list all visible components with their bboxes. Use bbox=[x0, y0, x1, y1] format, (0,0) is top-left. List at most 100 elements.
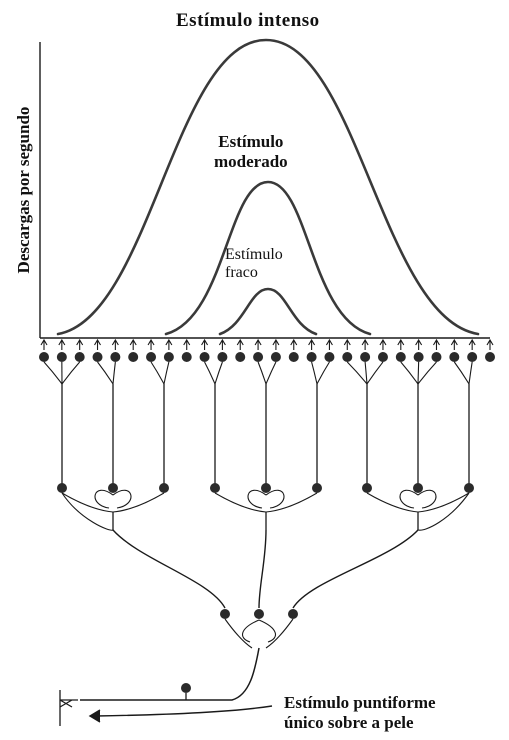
axon-terminal bbox=[265, 361, 277, 385]
cortical-neuron-arrow bbox=[415, 338, 423, 350]
cortical-neuron bbox=[128, 352, 139, 362]
weak-stimulus-label-line2: fraco bbox=[225, 264, 258, 282]
point-stimulus-label: Estímulo puntiforme único sobre a pele bbox=[284, 693, 436, 734]
axon-terminal bbox=[417, 361, 420, 385]
cortical-neuron-arrow bbox=[290, 338, 298, 350]
cortical-neuron-arrow bbox=[147, 338, 155, 350]
pathway-middle bbox=[258, 529, 267, 609]
second-order-neuron bbox=[57, 483, 67, 493]
cortical-neuron-arrow bbox=[450, 338, 458, 350]
axon-terminal bbox=[364, 361, 368, 385]
cortical-neuron bbox=[270, 352, 281, 362]
axon-terminal bbox=[417, 361, 437, 385]
dorsal-root-ganglion-neuron bbox=[181, 683, 191, 693]
cortical-neuron-arrow bbox=[236, 338, 244, 350]
axon-terminal bbox=[257, 361, 267, 385]
cortical-neuron bbox=[110, 352, 121, 362]
moderate-stimulus-curve bbox=[164, 180, 372, 336]
cortical-neuron-arrow bbox=[361, 338, 369, 350]
cortical-neuron-arrow bbox=[40, 338, 48, 350]
moderate-stimulus-label-line2: moderado bbox=[214, 151, 288, 171]
skin-receptor bbox=[59, 690, 78, 726]
second-order-neuron bbox=[210, 483, 220, 493]
cortical-neuron-arrow bbox=[165, 338, 173, 350]
weak-stimulus-label: Estímulo fraco bbox=[225, 246, 283, 283]
cortical-neuron bbox=[413, 352, 424, 362]
cortical-neuron-arrow bbox=[468, 338, 476, 350]
cortical-neuron bbox=[163, 352, 174, 362]
axon-terminal bbox=[316, 361, 330, 385]
pathway-branch bbox=[61, 492, 114, 531]
intense-stimulus-label: Estímulo intenso bbox=[176, 10, 320, 31]
cortical-neuron bbox=[217, 352, 228, 362]
cortical-neuron bbox=[431, 352, 442, 362]
cortical-neuron-arrow bbox=[486, 338, 494, 350]
axon-terminal bbox=[214, 361, 223, 385]
cortical-neuron bbox=[377, 352, 388, 362]
cortical-neuron bbox=[324, 352, 335, 362]
cortical-neuron bbox=[199, 352, 210, 362]
second-order-neuron bbox=[312, 483, 322, 493]
cortical-neuron-arrow bbox=[111, 338, 119, 350]
stimulus-arrow-head bbox=[88, 709, 101, 723]
cortical-neuron-arrow bbox=[343, 338, 351, 350]
pathway-left bbox=[112, 529, 226, 609]
stimulus-arrow bbox=[88, 705, 273, 723]
axon-terminal bbox=[150, 361, 165, 385]
third-level-neuron bbox=[220, 609, 230, 619]
dendrite-loop bbox=[242, 619, 276, 643]
y-axis-label: Descargas por segundo bbox=[14, 106, 33, 274]
cortical-neuron-arrow bbox=[76, 338, 84, 350]
axon-terminal bbox=[43, 361, 63, 385]
cortical-neuron-arrow bbox=[379, 338, 387, 350]
axon-terminal bbox=[366, 361, 384, 385]
third-level-neuron bbox=[254, 609, 264, 619]
cortical-neuron-arrow bbox=[129, 338, 137, 350]
cortical-neuron bbox=[56, 352, 67, 362]
weak-stimulus-label-line1: Estímulo bbox=[225, 246, 283, 263]
cortical-neuron bbox=[146, 352, 157, 362]
second-order-neuron bbox=[464, 483, 474, 493]
pathway-branch bbox=[417, 492, 470, 531]
cortical-neuron bbox=[395, 352, 406, 362]
cortical-neuron bbox=[485, 352, 495, 362]
axon-terminal bbox=[112, 361, 116, 385]
primary-afferent-axon bbox=[80, 647, 260, 701]
point-stimulus-label-line2: único sobre a pele bbox=[284, 713, 414, 733]
collateral-branch bbox=[366, 492, 470, 513]
cortical-neuron bbox=[449, 352, 460, 362]
neuron-network bbox=[39, 338, 495, 726]
cortical-neuron-arrow bbox=[325, 338, 333, 350]
cortical-neuron-arrow bbox=[218, 338, 226, 350]
moderate-stimulus-label: Estímulo moderado bbox=[214, 132, 288, 171]
axon-terminal bbox=[61, 361, 81, 385]
stimulus-arrow-line bbox=[95, 705, 273, 717]
second-order-neuron bbox=[108, 483, 118, 493]
axon-terminal bbox=[311, 361, 318, 385]
cortical-neuron bbox=[306, 352, 317, 362]
axon-terminal bbox=[97, 361, 114, 385]
cortical-neuron-arrow bbox=[58, 338, 66, 350]
third-level-neuron bbox=[288, 609, 298, 619]
collateral-branch bbox=[61, 492, 165, 513]
collateral-branch bbox=[214, 492, 318, 513]
cortical-neuron bbox=[467, 352, 478, 362]
intense-stimulus-curve bbox=[56, 38, 480, 336]
collateral-branch bbox=[224, 618, 294, 649]
cortical-neuron bbox=[39, 352, 49, 362]
dendrite-loop bbox=[94, 489, 132, 509]
response-curves bbox=[56, 38, 480, 336]
cortical-neuron-arrow bbox=[254, 338, 262, 350]
cortical-neuron bbox=[181, 352, 192, 362]
cortical-neuron-arrow bbox=[308, 338, 316, 350]
second-order-neuron bbox=[261, 483, 271, 493]
cortical-neuron-arrow bbox=[201, 338, 209, 350]
cortical-neuron-arrow bbox=[183, 338, 191, 350]
cortical-neuron-arrow bbox=[272, 338, 280, 350]
dendrite-loop bbox=[399, 489, 437, 509]
cortical-neuron-arrow bbox=[94, 338, 101, 350]
cortical-neuron bbox=[74, 352, 85, 362]
cortical-neuron-arrow bbox=[397, 338, 405, 350]
cortical-neuron bbox=[235, 352, 246, 362]
